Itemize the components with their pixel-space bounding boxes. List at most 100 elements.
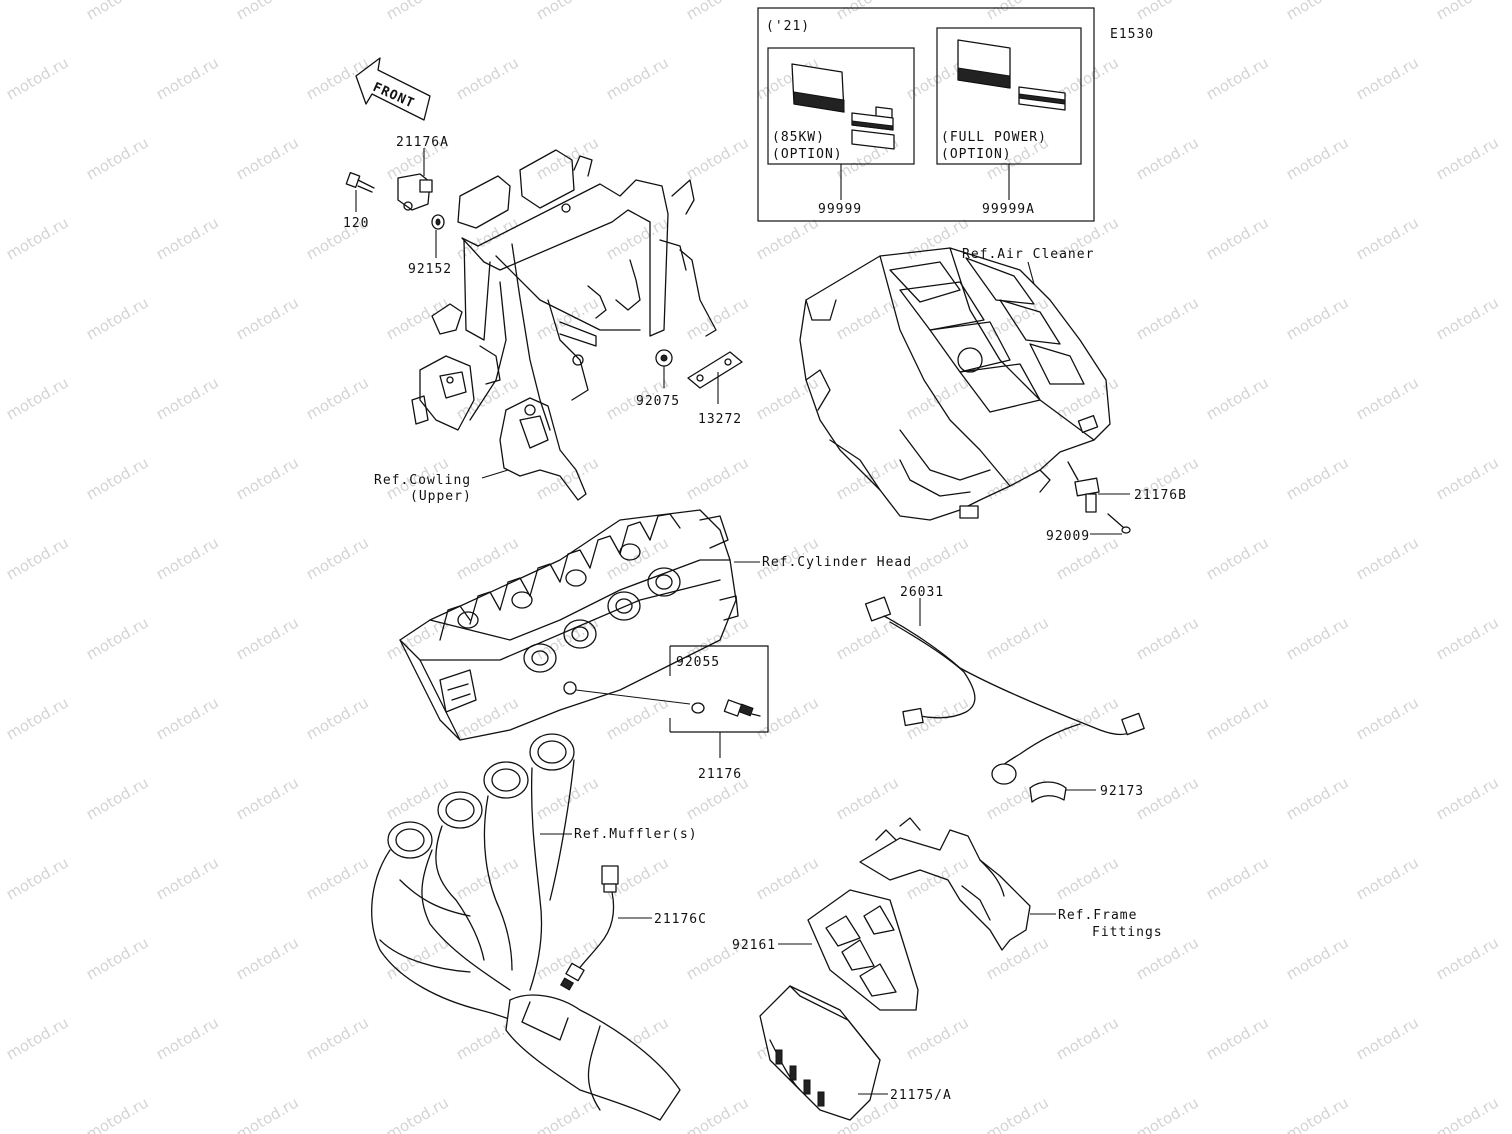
watermark-text: motod.ru xyxy=(1053,1013,1122,1063)
watermark-text: motod.ru xyxy=(0,133,2,183)
watermark-text: motod.ru xyxy=(683,133,752,183)
watermark-text: motod.ru xyxy=(153,53,222,103)
watermark-text: motod.ru xyxy=(153,533,222,583)
cowling-bracket xyxy=(411,149,717,501)
sensor-21176a xyxy=(397,173,433,211)
plate-13272 xyxy=(687,351,743,389)
watermark-text: motod.ru xyxy=(3,373,72,423)
part-label-92075: 92075 xyxy=(636,394,680,409)
ref-cowling-line1: Ref.Cowling xyxy=(374,473,471,488)
decal-full-power xyxy=(957,39,1066,111)
part-label-21176b: 21176B xyxy=(1134,488,1187,503)
decal-85kw-line1: (85KW) xyxy=(772,130,825,145)
watermark-text: motod.ru xyxy=(3,533,72,583)
watermark-text: motod.ru xyxy=(83,133,152,183)
part-label-99999: 99999 xyxy=(818,202,862,217)
watermark-text: motod.ru xyxy=(1133,1093,1202,1134)
watermark-text: motod.ru xyxy=(1283,453,1352,503)
watermark-text: motod.ru xyxy=(233,1093,302,1134)
ref-mufflers: Ref.Muffler(s) xyxy=(574,827,698,842)
watermark-text: motod.ru xyxy=(83,453,152,503)
watermark-text: motod.ru xyxy=(0,0,2,23)
watermark-text: motod.ru xyxy=(533,133,602,183)
watermark-text: motod.ru xyxy=(1283,133,1352,183)
ref-frame-line1: Ref.Frame xyxy=(1058,908,1137,923)
part-label-26031: 26031 xyxy=(900,585,944,600)
watermark-text: motod.ru xyxy=(1133,0,1202,23)
watermark-text: motod.ru xyxy=(1203,1013,1272,1063)
watermark-text: motod.ru xyxy=(453,53,522,103)
watermark-text: motod.ru xyxy=(233,773,302,823)
watermark-text: motod.ru xyxy=(0,773,2,823)
watermark-text: motod.ru xyxy=(233,453,302,503)
watermark-text: motod.ru xyxy=(903,373,972,423)
watermark-text: motod.ru xyxy=(903,853,972,903)
watermark-text: motod.ru xyxy=(1203,853,1272,903)
grommet-92152 xyxy=(431,214,445,230)
watermark-text: motod.ru xyxy=(303,533,372,583)
part-label-92055: 92055 xyxy=(676,655,720,670)
watermark-text: motod.ru xyxy=(533,773,602,823)
watermark-text: motod.ru xyxy=(233,293,302,343)
watermark-text: motod.ru xyxy=(983,453,1052,503)
part-label-92009: 92009 xyxy=(1046,529,1090,544)
watermark-text: motod.ru xyxy=(1353,533,1422,583)
watermark-text: motod.ru xyxy=(153,1013,222,1063)
watermark-text: motod.ru xyxy=(1133,293,1202,343)
watermark-text: motod.ru xyxy=(3,213,72,263)
watermark-text: motod.ru xyxy=(3,1013,72,1063)
front-arrow: FRONT xyxy=(355,57,431,121)
watermark-text: motod.ru xyxy=(383,613,452,663)
watermark-text: motod.ru xyxy=(1203,373,1272,423)
watermark-text: motod.ru xyxy=(0,613,2,663)
watermark-text: motod.ru xyxy=(83,0,152,23)
watermark-text: motod.ru xyxy=(683,1093,752,1134)
watermark-text: motod.ru xyxy=(1203,53,1272,103)
sensor-21176 xyxy=(723,699,761,717)
watermark-text: motod.ru xyxy=(833,0,902,23)
ref-cylinder-head: Ref.Cylinder Head xyxy=(762,555,912,570)
watermark-text: motod.ru xyxy=(903,533,972,583)
watermark-text: motod.ru xyxy=(833,293,902,343)
part-label-92152: 92152 xyxy=(408,262,452,277)
watermark-text: motod.ru xyxy=(903,1013,972,1063)
part-label-92173: 92173 xyxy=(1100,784,1144,799)
watermark-text: motod.ru xyxy=(1353,693,1422,743)
part-label-21176c: 21176C xyxy=(654,912,707,927)
watermark-text: motod.ru xyxy=(753,693,822,743)
watermark-text: motod.ru xyxy=(1053,693,1122,743)
watermark-text: motod.ru xyxy=(0,293,2,343)
watermark-text: motod.ru xyxy=(1133,613,1202,663)
watermark-text: motod.ru xyxy=(153,693,222,743)
watermark-text: motod.ru xyxy=(1353,853,1422,903)
watermark-text: motod.ru xyxy=(383,1093,452,1134)
watermark-text: motod.ru xyxy=(453,693,522,743)
watermark-text: motod.ru xyxy=(383,0,452,23)
watermark-text: motod.ru xyxy=(533,1093,602,1134)
watermark-text: motod.ru xyxy=(1133,133,1202,183)
part-label-21175a: 21175/A xyxy=(890,1088,952,1103)
watermark-text: motod.ru xyxy=(1203,213,1272,263)
watermark-text: motod.ru xyxy=(0,453,2,503)
watermark-text: motod.ru xyxy=(1433,133,1502,183)
ecu-21175a xyxy=(759,985,881,1121)
temp-sensor-box xyxy=(575,645,769,758)
ref-air-cleaner: Ref.Air Cleaner xyxy=(962,247,1094,262)
part-label-21176a: 21176A xyxy=(396,135,449,150)
watermark-text: motod.ru xyxy=(453,853,522,903)
watermark-text: motod.ru xyxy=(833,773,902,823)
watermark-text: motod.ru xyxy=(1353,373,1422,423)
watermark-text: motod.ru xyxy=(1283,773,1352,823)
watermark-text: motod.ru xyxy=(1353,1013,1422,1063)
watermark-text: motod.ru xyxy=(1203,693,1272,743)
watermark-text: motod.ru xyxy=(83,1093,152,1134)
watermark-text: motod.ru xyxy=(303,373,372,423)
decal-85kw-line2: (OPTION) xyxy=(772,147,843,162)
watermark-text: motod.ru xyxy=(1353,53,1422,103)
watermark-text: motod.ru xyxy=(233,933,302,983)
part-label-120: 120 xyxy=(343,216,369,231)
decal-full-power-line1: (FULL POWER) xyxy=(941,130,1047,145)
part-label-99999a: 99999A xyxy=(982,202,1035,217)
